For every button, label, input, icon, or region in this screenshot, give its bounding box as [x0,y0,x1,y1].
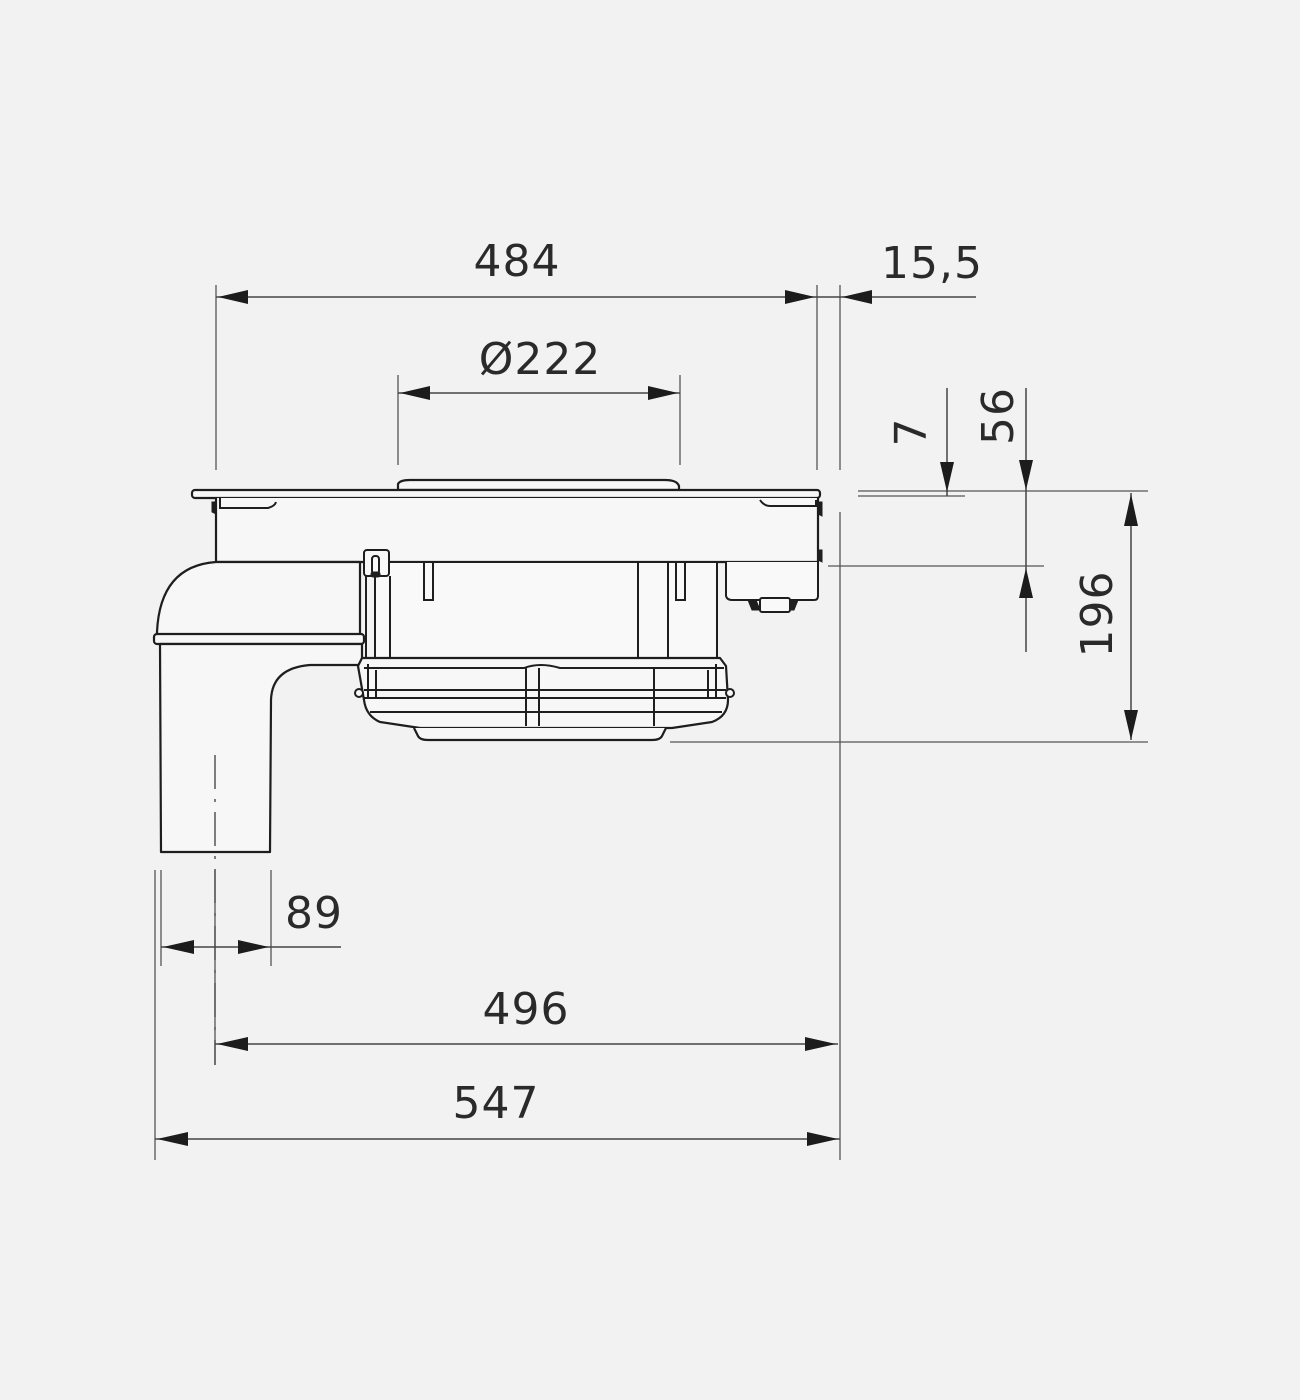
dim-label-total-height: 196 [1072,571,1123,658]
filter-knob-right [725,688,735,698]
dimension-547: 547 [155,1078,840,1146]
dimension-196: 196 [1072,493,1138,740]
elbow-ring [152,632,366,646]
dim-label-overhang: 15,5 [881,238,983,289]
dimension-7: 7 [886,388,954,496]
dim-label-overall-width: 547 [453,1078,540,1129]
filter-bottom-plate [413,727,667,742]
filter-clip-left [367,664,377,698]
dim-label-upper-depth: 56 [973,387,1024,445]
hook-strap [365,576,391,664]
upper-housing [214,498,820,564]
grease-filter [354,656,735,742]
right-clip [759,499,817,507]
dimension-diameter-222: Ø222 [398,334,680,400]
outlet-elbow [155,560,362,642]
control-box-foot-left [747,599,761,611]
post-right [675,561,686,601]
filter-clip-right [707,664,717,698]
post-left [423,561,434,601]
right-clip-nub [817,501,823,517]
left-clip [219,498,277,509]
filter-rim [364,664,724,669]
control-box [725,562,819,601]
filter-tray [356,656,730,730]
hook-slot [371,555,380,575]
dim-label-outlet-width: 89 [285,888,343,939]
extractor-body [152,478,823,1065]
filter-knob-left [354,688,364,698]
control-box-foot [759,597,791,613]
inlet-cover [396,478,681,492]
dimension-15-5: 15,5 [817,238,983,304]
dim-label-center-to-edge: 496 [483,984,570,1035]
dimension-484: 484 [216,236,817,304]
dimension-56: 56 [973,387,1033,652]
dimension-496: 496 [215,984,838,1051]
dimension-89: 89 [161,888,343,954]
right-latch-nub [817,549,823,563]
top-plate [190,488,822,500]
dim-label-glass-thickness: 7 [886,418,937,447]
hook-screw [370,571,381,578]
dim-label-top-width: 484 [474,236,561,287]
left-clip-nub [211,501,217,515]
dim-label-inlet-diameter: Ø222 [479,334,602,385]
outlet-socket [158,642,364,854]
